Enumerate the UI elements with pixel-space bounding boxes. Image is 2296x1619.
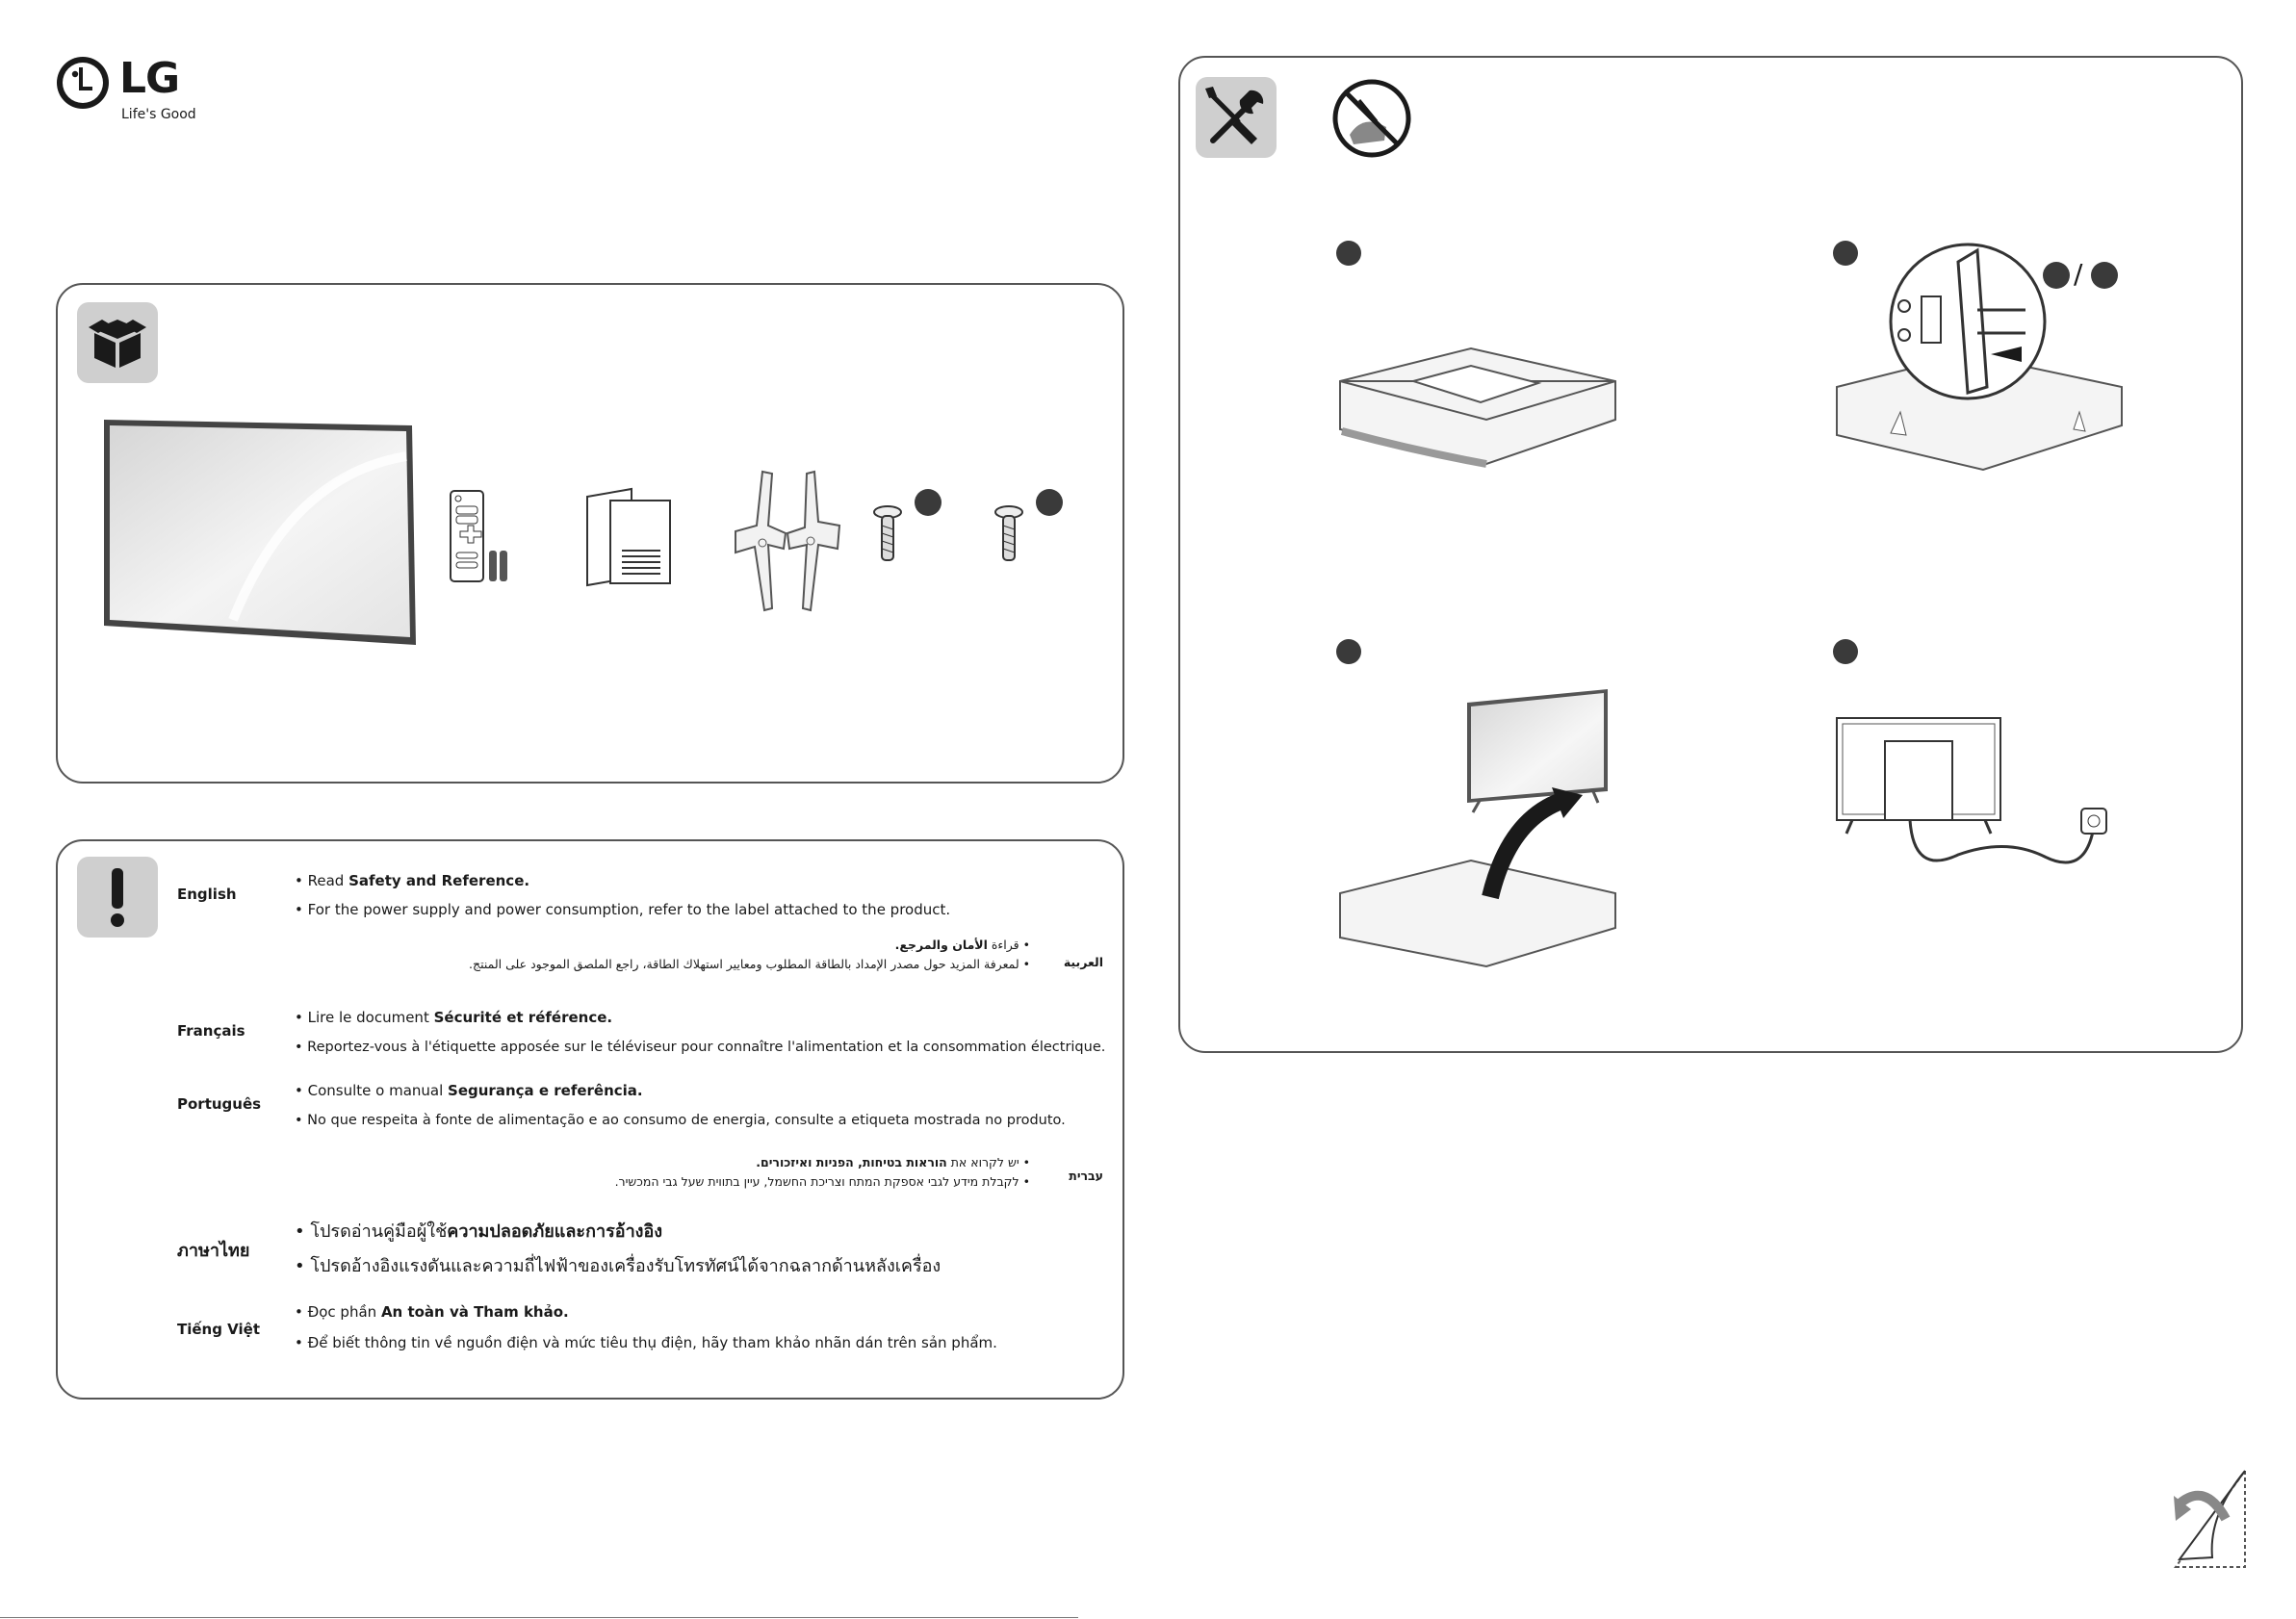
lang-french: Français [177, 1022, 245, 1040]
stand-illustration [735, 470, 841, 612]
step-1-marker [1336, 241, 1361, 266]
safety-notes-panel: English • Read Safety and Reference. • F… [56, 839, 1124, 1400]
screw-a-badge-step [2043, 262, 2070, 289]
stand-tv-upright-illustration [1339, 689, 1616, 968]
assembly-steps-panel: / [1178, 56, 2243, 1053]
box-contents-icon [89, 320, 146, 368]
arabic-line-2: • لمعرفة المزيد حول مصدر الإمداد بالطاقة… [469, 957, 1030, 971]
portuguese-line-1: • Consulte o manual Segurança e referênc… [295, 1082, 643, 1099]
english-line-1: • Read Safety and Reference. [295, 872, 530, 889]
screw-b-badge [1036, 489, 1063, 516]
box-icon-tile [77, 302, 158, 383]
vietnamese-line-1: • Đọc phần An toàn và Tham khảo. [295, 1303, 569, 1321]
badge-separator: / [2074, 258, 2083, 290]
brand-tagline: Life's Good [121, 107, 196, 122]
tv-panel-illustration [104, 420, 416, 645]
step-4-marker [1833, 639, 1858, 664]
hebrew-line-2: • לקבלת מידע לגבי אספקת המתח וצריכת החשמ… [614, 1174, 1030, 1189]
lang-hebrew: עברית [1069, 1169, 1103, 1183]
brand-name: LG [119, 54, 180, 103]
lang-portuguese: Português [177, 1095, 262, 1113]
plug-in-power-illustration [1836, 717, 2107, 864]
bottom-rule [0, 1617, 1078, 1618]
remote-control-illustration [450, 490, 507, 582]
step-2-marker [1833, 241, 1858, 266]
vietnamese-line-2: • Để biết thông tin về nguồn điện và mức… [295, 1334, 997, 1351]
screw-b-badge-step [2091, 262, 2118, 289]
portuguese-line-2: • No que respeita à fonte de alimentação… [295, 1113, 1066, 1128]
arabic-line-1: • قراءة الأمان والمرجع. [894, 938, 1030, 952]
english-line-2: • For the power supply and power consump… [295, 901, 951, 918]
box-contents-panel [56, 283, 1124, 784]
tv-face-down-on-cushion-illustration [1339, 347, 1616, 468]
lg-logo: LG Life's Good [56, 54, 210, 128]
lang-thai: ภาษาไทย [177, 1241, 250, 1261]
warning-icon-tile [77, 857, 158, 938]
screw-a-badge [915, 489, 942, 516]
french-line-2: • Reportez-vous à l'étiquette apposée su… [295, 1040, 1106, 1055]
thai-line-1: • โปรดอ่านคู่มือผู้ใช้ความปลอดภัยและการอ… [295, 1221, 663, 1242]
page-turn-icon [2174, 1467, 2246, 1568]
lang-english: English [177, 886, 237, 903]
lg-logo-mark [57, 57, 109, 109]
exclamation-icon [111, 868, 124, 927]
french-line-1: • Lire le document Sécurité et référence… [295, 1009, 613, 1026]
step-3-marker [1336, 639, 1361, 664]
screw-b-illustration [994, 505, 1023, 561]
thai-line-2: • โปรดอ้างอิงแรงดันและความถี่ไฟฟ้าของเคร… [295, 1256, 942, 1276]
lang-vietnamese: Tiếng Việt [177, 1321, 261, 1338]
no-sharp-tool-icon [1332, 79, 1411, 158]
tools-icon-tile [1196, 77, 1277, 158]
hebrew-line-1: • יש לקרוא את הוראות בטיחות, הפניות ואיז… [756, 1155, 1030, 1169]
screw-a-illustration [873, 505, 902, 561]
attach-stand-illustration [1836, 243, 2123, 472]
manuals-illustration [586, 487, 671, 587]
screwdriver-wrench-icon [1205, 87, 1264, 144]
lang-arabic: العربية [1063, 955, 1103, 969]
